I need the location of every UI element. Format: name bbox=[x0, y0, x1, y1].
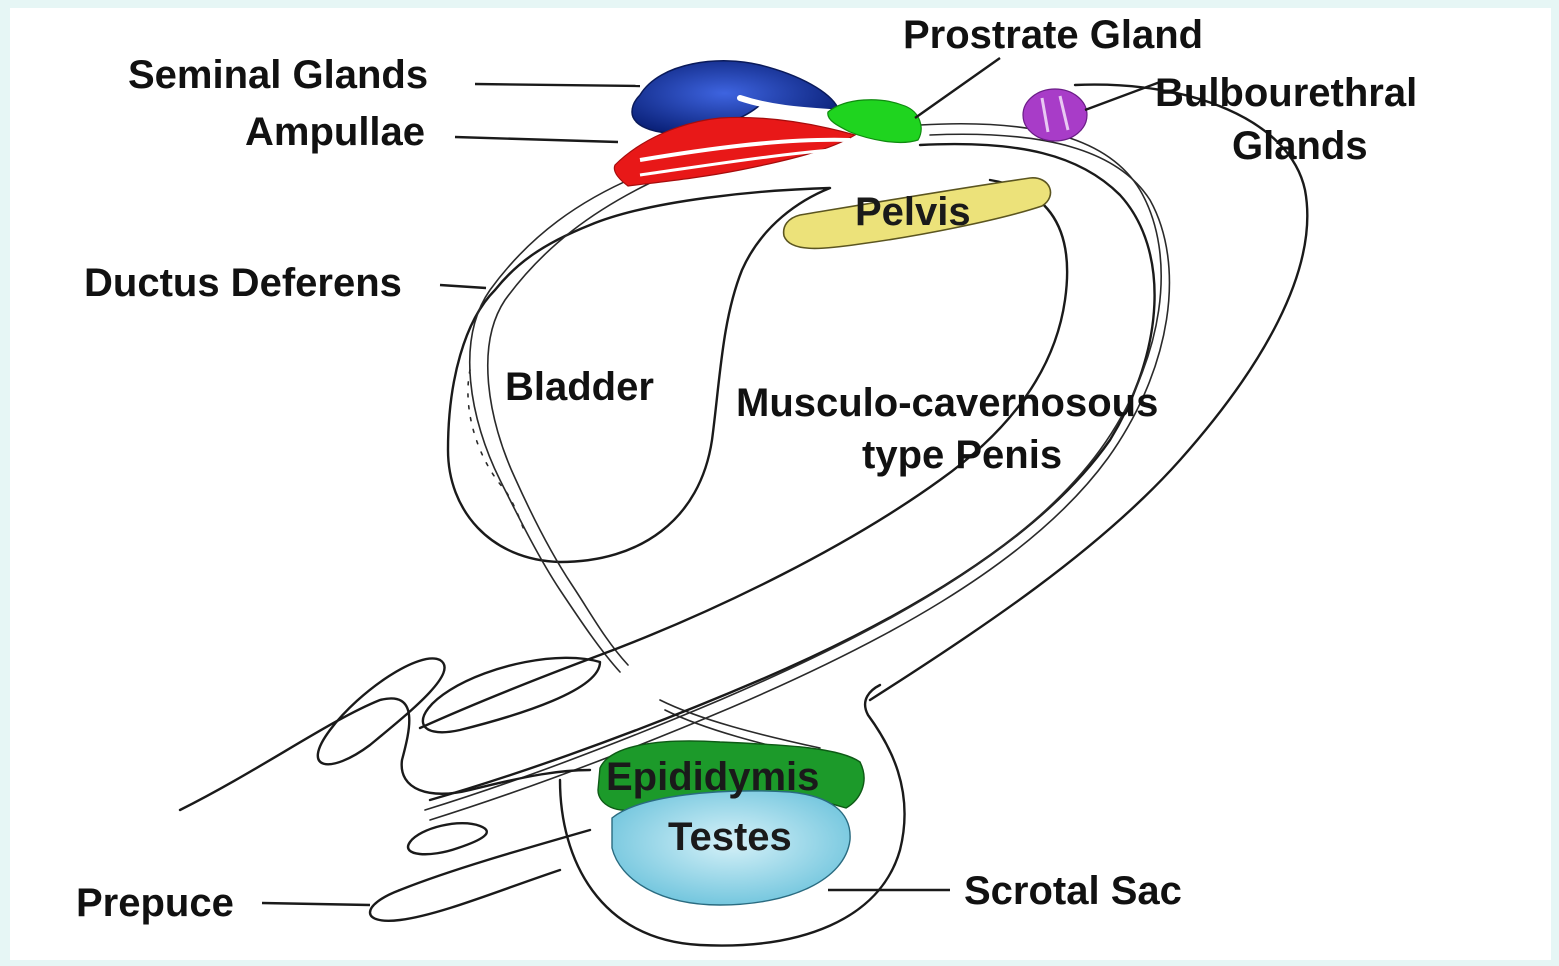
penis-label-line2: type Penis bbox=[862, 433, 1062, 477]
penis-label-line1: Musculo-cavernosous bbox=[736, 381, 1158, 425]
prepuce-label: Prepuce bbox=[76, 881, 234, 925]
bladder-label: Bladder bbox=[505, 365, 654, 409]
prostrate-gland-label: Prostrate Gland bbox=[903, 13, 1203, 57]
scrotal-sac-label: Scrotal Sac bbox=[964, 869, 1182, 913]
ampullae-label: Ampullae bbox=[245, 110, 425, 154]
seminal-glands-label: Seminal Glands bbox=[128, 53, 428, 97]
ductus-deferens-label: Ductus Deferens bbox=[84, 261, 402, 305]
bulbourethral-glands-shape bbox=[1023, 89, 1087, 141]
bulbourethral-label-line1: Bulbourethral bbox=[1155, 71, 1417, 115]
pelvis-label: Pelvis bbox=[855, 190, 971, 234]
bulbourethral-label-line2: Glands bbox=[1232, 124, 1368, 168]
epididymis-label: Epididymis bbox=[606, 755, 819, 799]
testes-label: Testes bbox=[668, 815, 792, 859]
